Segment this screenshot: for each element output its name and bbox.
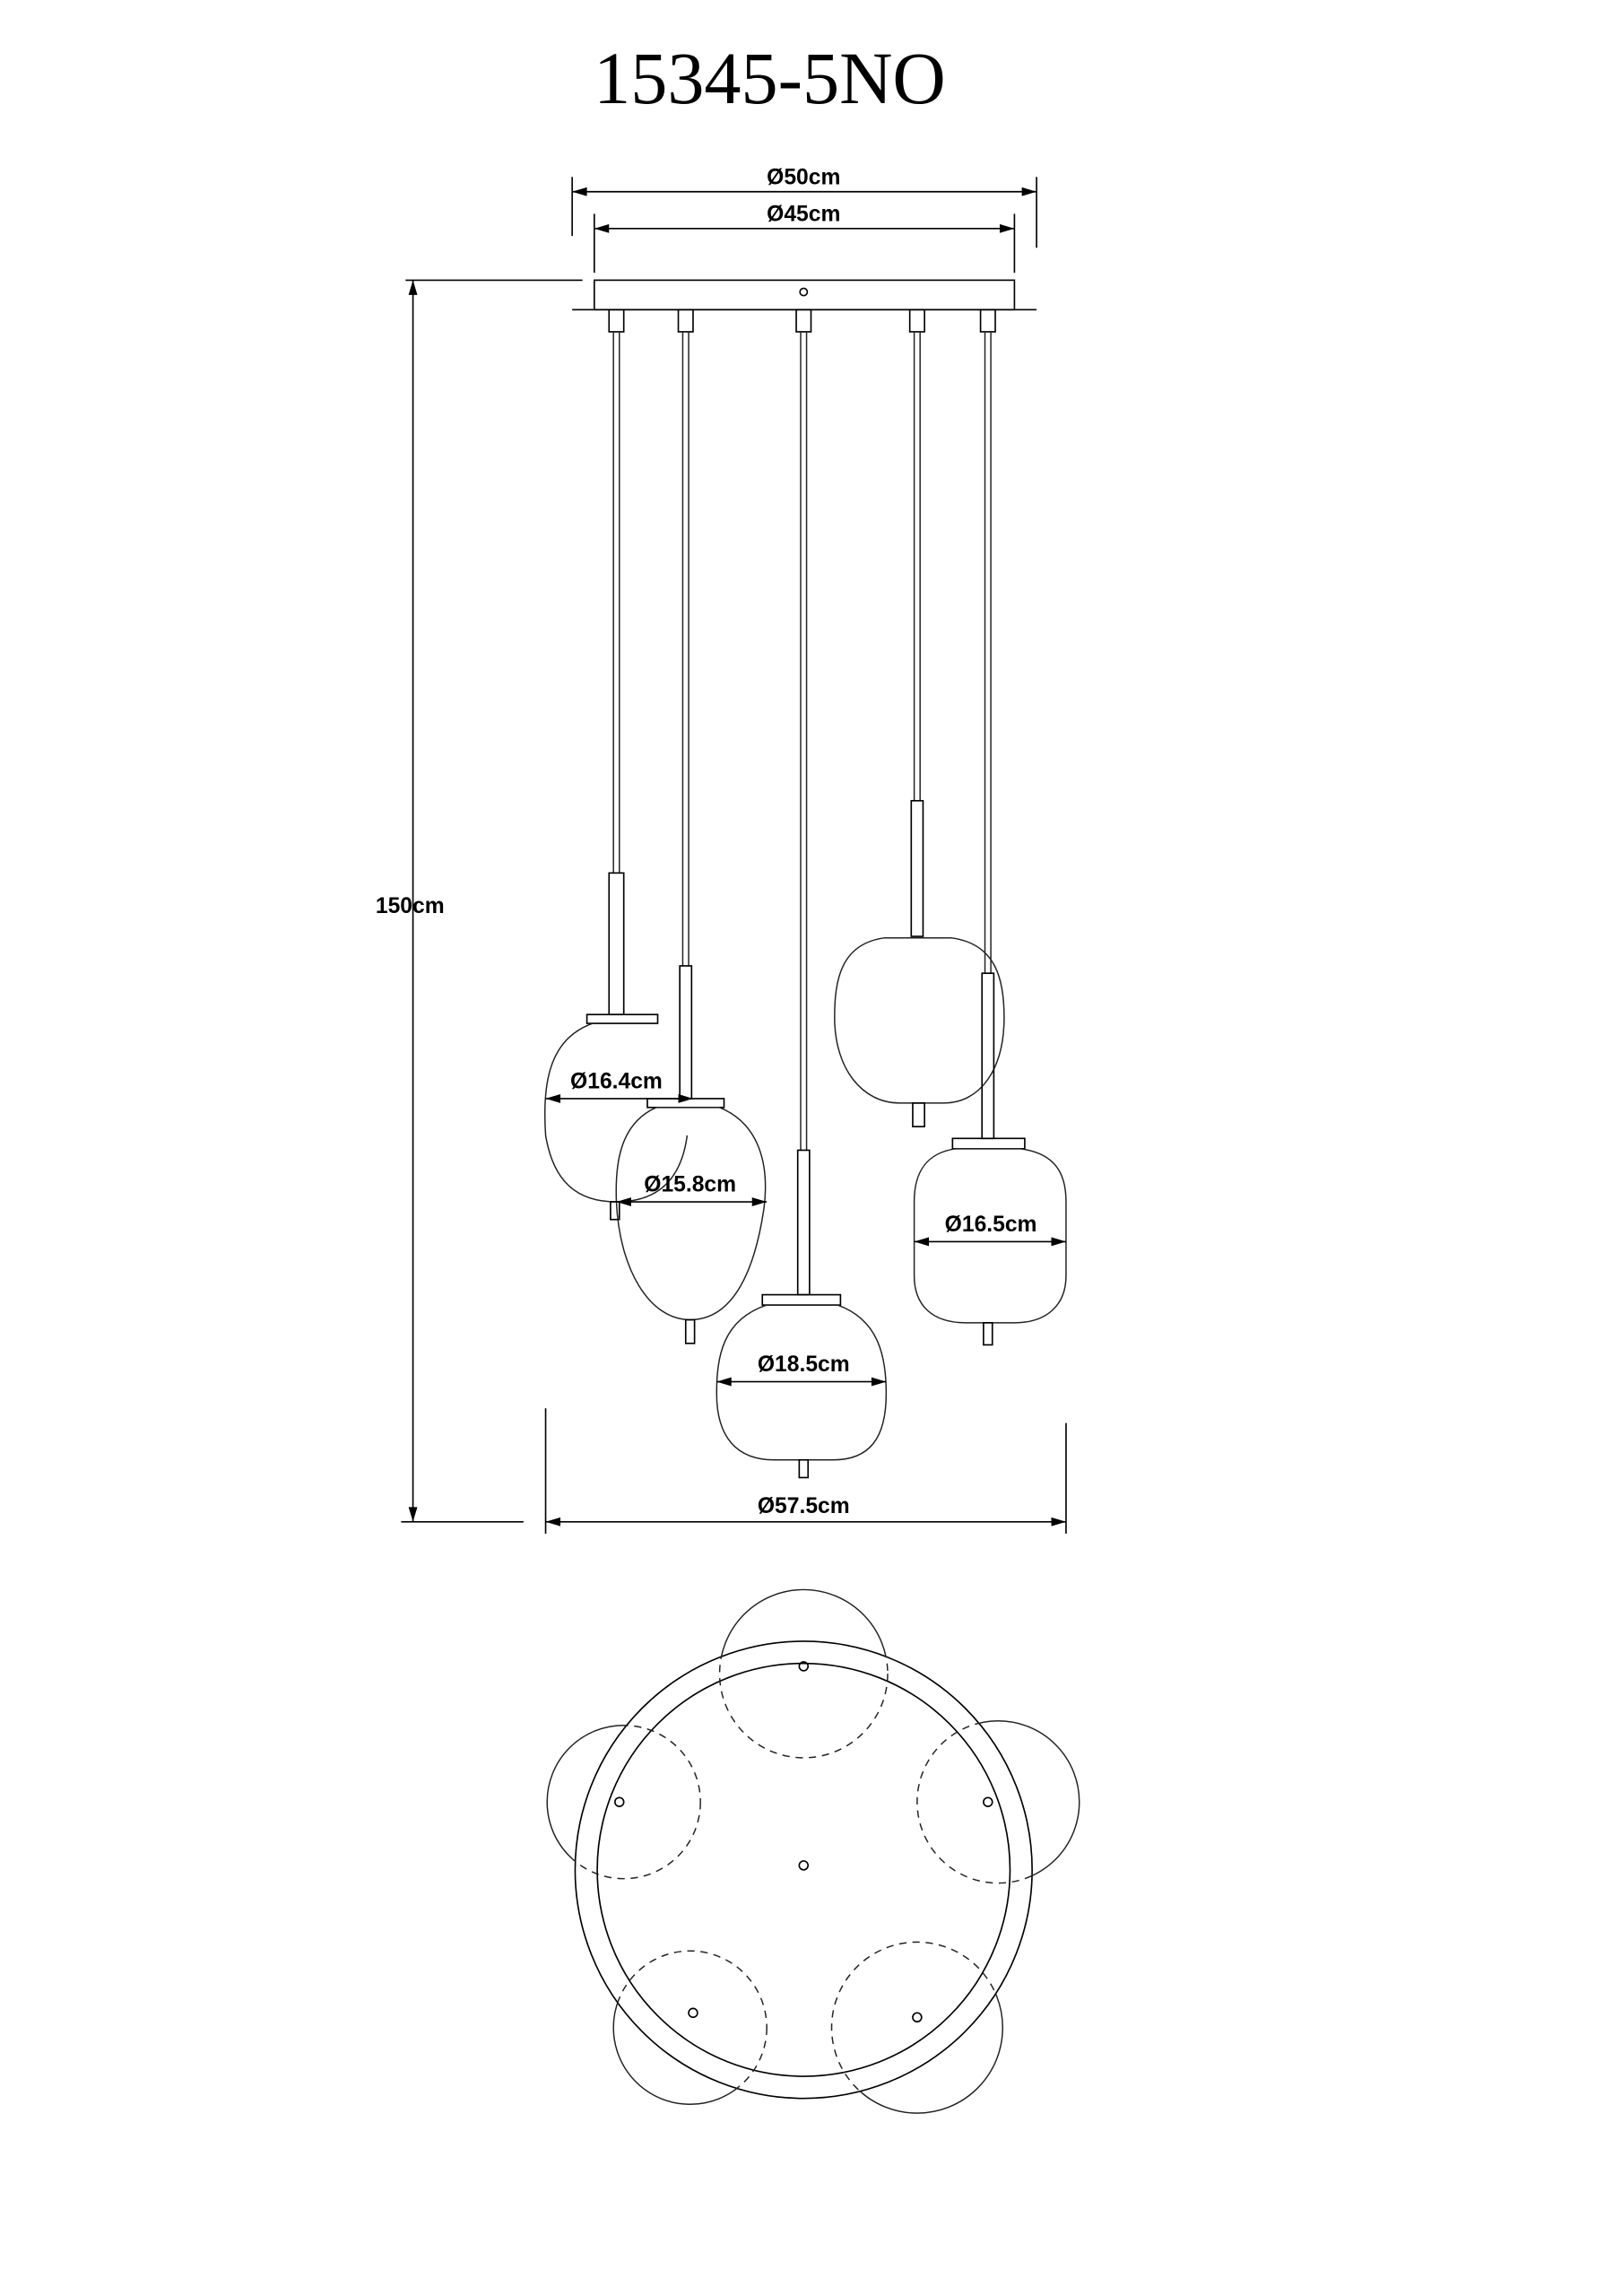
shade-4-label: Ø16.5cm bbox=[945, 1213, 1037, 1237]
canopy-outer-dimension: Ø50cm bbox=[571, 166, 1037, 248]
shade-3-dimension: Ø18.5cm bbox=[716, 1352, 887, 1387]
model-title: 15345-5NO bbox=[594, 38, 946, 119]
canopy bbox=[405, 279, 1037, 311]
overall-width-dimension: Ø57.5cm bbox=[544, 1408, 1067, 1534]
bottom-view bbox=[546, 1588, 1080, 2114]
shade-2-dimension: Ø15.8cm bbox=[616, 1173, 768, 1206]
pendant-1 bbox=[543, 309, 689, 1221]
height-label: 150cm bbox=[376, 894, 445, 918]
pendant-5 bbox=[913, 309, 1067, 1346]
shade-4-dimension: Ø16.5cm bbox=[914, 1213, 1066, 1247]
pendant-4 bbox=[834, 309, 1005, 1127]
canopy-outer-label: Ø50cm bbox=[767, 166, 840, 190]
shade-1-label: Ø16.4cm bbox=[570, 1069, 663, 1093]
shade-2-label: Ø15.8cm bbox=[644, 1173, 736, 1197]
canopy-inner-dimension: Ø45cm bbox=[593, 203, 1016, 274]
canopy-inner-label: Ø45cm bbox=[767, 203, 840, 227]
pendant-3 bbox=[716, 309, 888, 1479]
height-dimension: 150cm bbox=[376, 280, 524, 1523]
overall-width-label: Ø57.5cm bbox=[758, 1494, 850, 1518]
shade-1-dimension: Ø16.4cm bbox=[545, 1069, 693, 1103]
shade-3-label: Ø18.5cm bbox=[758, 1352, 850, 1377]
